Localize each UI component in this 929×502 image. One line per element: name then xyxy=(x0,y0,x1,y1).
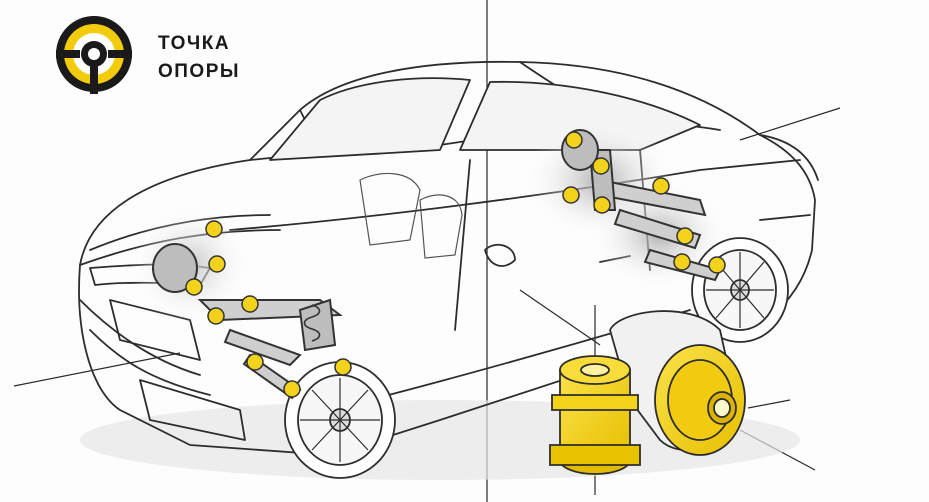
front-wheel xyxy=(284,361,396,479)
bushing-point xyxy=(185,278,203,296)
bushing-point xyxy=(565,131,583,149)
brand-line-1: ТОЧКА xyxy=(158,33,231,54)
bushing-point xyxy=(207,307,225,325)
interior-seats xyxy=(359,172,463,259)
brand-line-2: ОПОРЫ xyxy=(158,61,240,82)
bushing-point xyxy=(241,295,259,313)
bushing-points xyxy=(185,131,726,398)
bushing-point xyxy=(592,157,610,175)
brand-logo: ТОЧКА ОПОРЫ xyxy=(52,12,252,96)
bushing-point xyxy=(283,380,301,398)
bushing-point xyxy=(708,256,726,274)
target-logo-icon xyxy=(56,16,132,94)
bushing-small xyxy=(549,355,641,475)
bushing-point xyxy=(676,227,694,245)
bushing-point xyxy=(208,255,226,273)
bushing-point xyxy=(593,196,611,214)
brand-name: ТОЧКА ОПОРЫ xyxy=(158,30,240,86)
bushing-large xyxy=(609,310,746,456)
bushing-point xyxy=(205,220,223,238)
bushing-point xyxy=(652,177,670,195)
bushing-point xyxy=(562,186,580,204)
bushing-point xyxy=(246,353,264,371)
bushing-point xyxy=(334,358,352,376)
bushing-point xyxy=(673,253,691,271)
